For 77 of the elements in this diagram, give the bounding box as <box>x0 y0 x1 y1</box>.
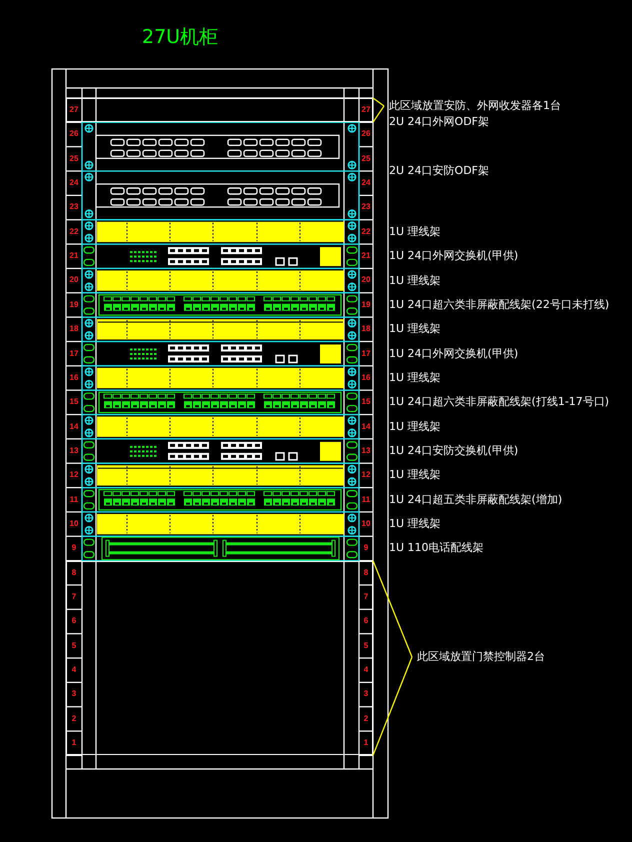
unit-number: 7 <box>362 592 370 602</box>
unit-number: 4 <box>70 665 78 676</box>
unit-number: 1 <box>362 738 370 748</box>
device-label: 1U 理线架 <box>389 516 441 532</box>
unit-number: 20 <box>68 275 80 286</box>
unit-number: 2 <box>362 714 370 724</box>
unit-number: 20 <box>360 275 372 286</box>
rack-space <box>66 98 373 122</box>
device-label: 1U 24口外网交换机(甲供) <box>389 248 518 264</box>
unit-number: 15 <box>360 397 372 408</box>
unit-number: 14 <box>68 422 80 432</box>
unit-number: 5 <box>362 640 370 651</box>
unit-number: 21 <box>68 251 80 262</box>
device-label: 1U 理线架 <box>389 272 441 289</box>
unit-number: 8 <box>70 568 78 578</box>
unit-number: 9 <box>362 543 370 554</box>
unit-number: 24 <box>360 178 372 188</box>
unit-number: 3 <box>70 689 78 700</box>
unit-number: 10 <box>360 518 372 529</box>
device-label: 1U 110电话配线架 <box>389 540 484 556</box>
title: 27U机柜 <box>142 25 218 50</box>
unit-number: 16 <box>68 372 80 383</box>
unit-number: 18 <box>360 324 372 334</box>
unit-number: 25 <box>360 154 372 164</box>
unit-number: 12 <box>360 470 372 480</box>
unit-number: 13 <box>360 446 372 456</box>
unit-number: 26 <box>68 129 80 140</box>
unit-number: 27 <box>68 105 80 115</box>
device-label: 1U 24口超六类非屏蔽配线架(打线1-17号口) <box>389 394 610 410</box>
device-label: 1U 24口超五类非屏蔽配线架(增加) <box>389 492 562 508</box>
device-label: 1U 理线架 <box>389 418 441 435</box>
unit-number: 6 <box>362 616 370 626</box>
device-label: 2U 24口安防ODF架 <box>389 163 489 180</box>
unit-number: 11 <box>68 494 80 505</box>
unit-number: 10 <box>68 518 80 529</box>
unit-number: 14 <box>360 422 372 432</box>
unit-number: 23 <box>68 202 80 212</box>
device-label: 1U 理线架 <box>389 224 441 240</box>
unit-number: 5 <box>70 640 78 651</box>
device-label: 2U 24口外网ODF架 <box>389 114 489 130</box>
unit-number: 27 <box>360 105 372 115</box>
unit-number: 18 <box>68 324 80 334</box>
unit-number: 22 <box>360 226 372 237</box>
unit-number: 6 <box>70 616 78 626</box>
unit-number: 16 <box>360 372 372 383</box>
unit-number: 19 <box>360 300 372 310</box>
unit-number: 21 <box>360 251 372 262</box>
device-label: 1U 24口安防交换机(甲供) <box>389 443 518 460</box>
device-label: 1U 理线架 <box>389 467 441 484</box>
annotation-text: 此区域放置安防、外网收发器各1台 <box>384 97 561 115</box>
unit-number: 22 <box>68 226 80 237</box>
unit-number: 13 <box>68 446 80 456</box>
unit-number: 8 <box>362 568 370 578</box>
device-label: 1U 理线架 <box>389 370 441 386</box>
device-label: 1U 24口外网交换机(甲供) <box>389 346 518 362</box>
unit-number: 17 <box>68 348 80 358</box>
unit-number: 12 <box>68 470 80 480</box>
rack-space <box>66 560 373 756</box>
leader-line <box>372 97 385 123</box>
unit-number: 23 <box>360 202 372 212</box>
unit-number: 26 <box>360 129 372 140</box>
device-label: 1U 24口超六类非屏蔽配线架(22号口未打线) <box>389 296 610 313</box>
unit-number: 25 <box>68 154 80 164</box>
unit-number: 2 <box>70 714 78 724</box>
unit-number: 24 <box>68 178 80 188</box>
unit-number: 1 <box>70 738 78 748</box>
unit-number: 9 <box>70 543 78 554</box>
device-label: 1U 理线架 <box>389 321 441 338</box>
unit-number: 17 <box>360 348 372 358</box>
unit-number: 7 <box>70 592 78 602</box>
unit-number: 3 <box>362 689 370 700</box>
leader-line <box>372 560 413 756</box>
unit-number: 11 <box>360 494 372 505</box>
unit-number: 15 <box>68 397 80 408</box>
unit-number: 19 <box>68 300 80 310</box>
annotation-text: 此区域放置门禁控制器2台 <box>412 648 545 666</box>
unit-number: 4 <box>362 665 370 676</box>
